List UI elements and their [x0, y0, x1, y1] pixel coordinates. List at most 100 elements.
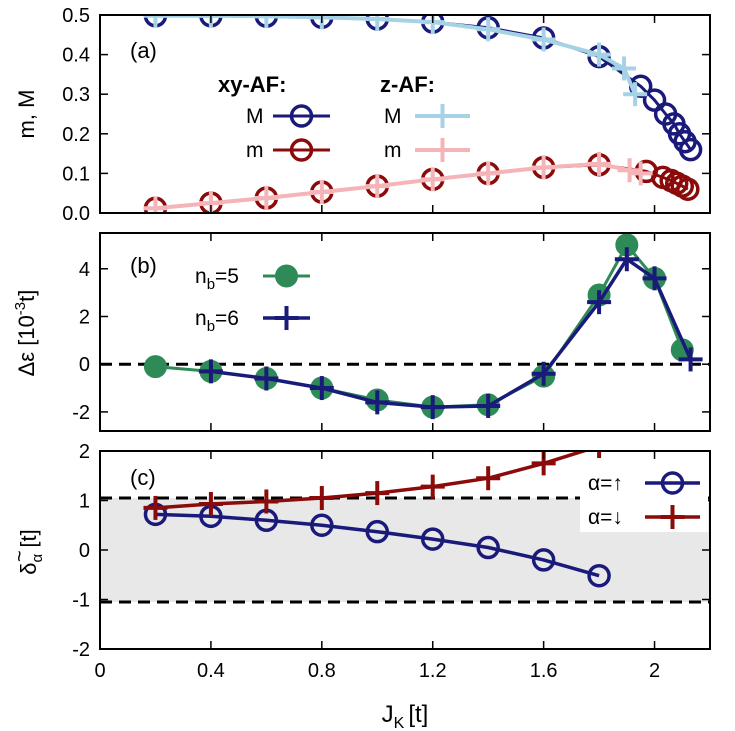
x-tick-label: 0.4 [197, 660, 225, 682]
series-z-M-point [476, 17, 501, 42]
series-z-m-point [531, 155, 556, 180]
series-z-m-point [476, 161, 501, 186]
series-alpha-up-point [310, 513, 334, 537]
series-alpha-up-point [365, 519, 390, 544]
panel-c-legend: α=↑ α=↓ [580, 462, 708, 532]
series-alpha-up-line [155, 512, 600, 578]
panel-b-legend: nb=5 nb=6 [188, 255, 310, 335]
y-tick-label: 0.0 [62, 203, 90, 225]
series-z-m-point [628, 161, 653, 186]
y-tick-label: -2 [72, 402, 90, 424]
legend-swatch-alpha-up-marker [660, 471, 685, 495]
series-alpha-up-point [587, 563, 611, 588]
y-tick-label: -2 [72, 639, 90, 661]
series-z-m-line [155, 161, 642, 211]
legend-group-z-af: z-AF: [380, 72, 435, 97]
series-alpha-down-point [420, 474, 445, 499]
series-z-m-point [587, 151, 612, 176]
series-alpha-down-point [597, 451, 602, 459]
panel-c-ylabel: δα [t] [16, 529, 46, 574]
series-z-m-point [617, 158, 642, 183]
series-alpha-down-point [143, 495, 168, 520]
x-tick-label: 0.8 [308, 660, 336, 682]
panel-a-frame [99, 14, 711, 214]
y-tick-label: 2 [79, 306, 90, 328]
series-alpha-down-point [309, 486, 334, 511]
series-nb6-point [587, 290, 612, 315]
legend-swatch-xy-M-marker [289, 104, 314, 128]
x-axis-label: JK[t] [382, 701, 429, 731]
y-tick-label: 0.4 [62, 45, 90, 67]
series-z-m-point [420, 167, 445, 192]
legend-label-nb6: nb=6 [195, 307, 239, 335]
legend-swatch-xy-m-marker [289, 138, 314, 162]
y-tick-label: 2 [79, 441, 90, 463]
legend-label-xy-m: m [246, 139, 264, 162]
series-alpha-up-point [531, 548, 556, 572]
legend-swatch-nb5-marker [275, 264, 298, 288]
y-tick-label: 4 [79, 259, 90, 281]
series-alpha-down-point [254, 489, 279, 514]
x-tick-label: 1.2 [419, 660, 447, 682]
series-z-m-point [254, 185, 279, 210]
legend-swatch-z-M-marker [430, 104, 455, 128]
series-alpha-down-point [476, 466, 501, 491]
series-nb6-point [531, 361, 556, 386]
panel-c-ylabel-tilde: ~ [9, 550, 31, 562]
series-z-M-point [254, 15, 279, 29]
series-alpha-down-point [198, 491, 223, 516]
panel-b-tag: (b) [130, 253, 157, 278]
x-tick-label: 0 [94, 660, 105, 682]
series-nb5-point [143, 355, 167, 379]
x-tick-label: 2 [649, 660, 660, 682]
series-nb6-point [614, 247, 639, 272]
x-tick-label: 1.6 [530, 660, 558, 682]
legend-group-xy-af: xy-AF: [218, 72, 286, 97]
panel-b-ylabel: Δε [10-3t] [12, 290, 39, 377]
series-z-M-point [587, 42, 612, 67]
legend-swatch-z-m-marker [430, 138, 455, 162]
series-nb6-point [420, 395, 445, 420]
legend-label-xy-M: M [246, 105, 264, 128]
series-z-m-point [365, 174, 390, 199]
series-alpha-up-point [420, 527, 445, 551]
panel-a-tag: (a) [130, 38, 157, 63]
panel-a-legend: xy-AF: z-AF: M m M m [218, 72, 470, 162]
series-alpha-down-point [365, 481, 390, 506]
y-tick-label: 0.2 [62, 124, 90, 146]
series-z-M-point [612, 56, 637, 81]
series-nb6-point [309, 376, 334, 401]
legend-label-alpha-up: α=↑ [588, 472, 623, 495]
series-alpha-up-point [476, 535, 500, 560]
y-tick-label: 0.1 [62, 163, 90, 185]
series-nb6-point [198, 359, 223, 384]
y-tick-label: 0.5 [62, 5, 90, 27]
y-tick-label: 0.3 [62, 84, 90, 106]
y-tick-label: 1 [79, 491, 90, 513]
series-nb6-point [678, 347, 703, 372]
panel-b-series [143, 233, 703, 420]
series-xy-M-point [678, 137, 703, 162]
legend-label-z-m: m [384, 139, 402, 162]
series-nb6-point [365, 390, 390, 415]
series-nb6-point [254, 366, 279, 391]
y-tick-label: 0 [79, 540, 90, 562]
legend-swatch-alpha-down-marker [660, 505, 685, 529]
panel-a-series [143, 15, 703, 213]
legend-label-nb5: nb=5 [195, 265, 239, 293]
series-xy-m-point [676, 177, 700, 201]
legend-label-alpha-down: α=↓ [588, 506, 623, 529]
panel-b-frame [99, 232, 711, 432]
series-nb6-point [642, 266, 667, 291]
series-nb6-point [476, 393, 501, 418]
series-z-M-point [623, 82, 648, 107]
series-z-M-point [365, 15, 390, 31]
series-z-M-point [531, 27, 556, 52]
series-z-m-point [143, 196, 168, 213]
y-tick-label: 0 [79, 354, 90, 376]
legend-label-z-M: M [384, 105, 402, 128]
series-z-m-point [309, 180, 334, 205]
y-tick-label: -1 [72, 590, 90, 612]
